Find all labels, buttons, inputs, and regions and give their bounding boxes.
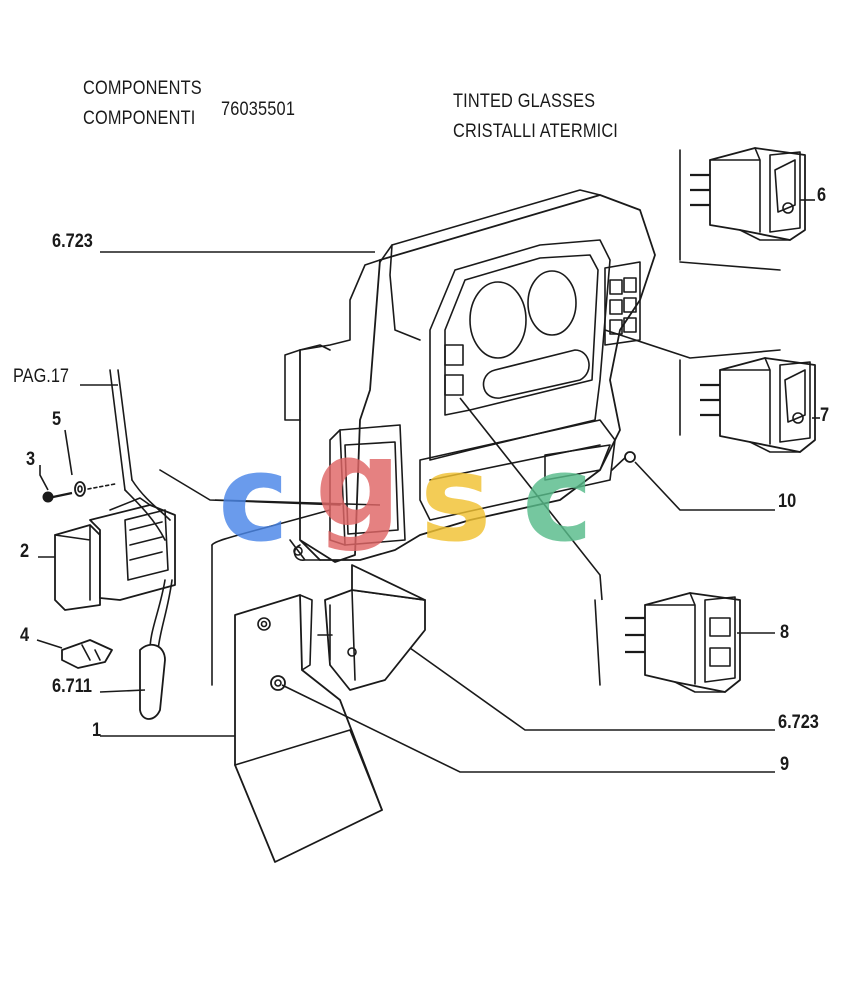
watermark-letter-g: g xyxy=(315,415,401,554)
wiring-harness xyxy=(124,479,173,720)
callout-pag17: PAG.17 xyxy=(13,366,70,387)
callout-4: 4 xyxy=(20,625,30,646)
callout-6: 6 xyxy=(817,185,827,206)
callout-6711: 6.711 xyxy=(52,676,92,697)
components-label-it: COMPONENTI xyxy=(83,108,196,129)
callout-2: 2 xyxy=(20,541,30,562)
dashboard-console xyxy=(284,189,656,563)
callout-10: 10 xyxy=(778,491,797,512)
screw-3 xyxy=(42,491,73,503)
callout-5: 5 xyxy=(52,409,62,430)
components-label-en: COMPONENTS xyxy=(83,78,202,99)
callout-6723-bottom: 6.723 xyxy=(778,712,819,733)
callout-9: 9 xyxy=(780,754,790,775)
bracket-6723 xyxy=(317,564,426,691)
part-number: 76035501 xyxy=(221,99,296,120)
callout-6723-top: 6.723 xyxy=(52,231,93,252)
washer-5 xyxy=(74,481,116,497)
fuse-4 xyxy=(61,639,113,669)
rocker-switch-8 xyxy=(625,592,741,693)
watermark-logo: c g s c xyxy=(218,415,593,569)
callout-8: 8 xyxy=(780,622,790,643)
callout-3: 3 xyxy=(26,449,36,470)
watermark-letter-s: s xyxy=(420,430,491,569)
callout-1: 1 xyxy=(92,720,102,741)
rocker-switch-7 xyxy=(700,357,816,453)
subtitle-en: TINTED GLASSES xyxy=(453,91,596,112)
callout-7: 7 xyxy=(820,405,830,426)
subtitle-it: CRISTALLI ATERMICI xyxy=(453,121,619,142)
relay-2 xyxy=(54,497,176,611)
bracket-1 xyxy=(234,594,383,863)
watermark-letter-c1: c xyxy=(218,430,289,569)
rocker-switch-6 xyxy=(690,147,806,241)
watermark-letter-c2: c xyxy=(522,430,593,569)
